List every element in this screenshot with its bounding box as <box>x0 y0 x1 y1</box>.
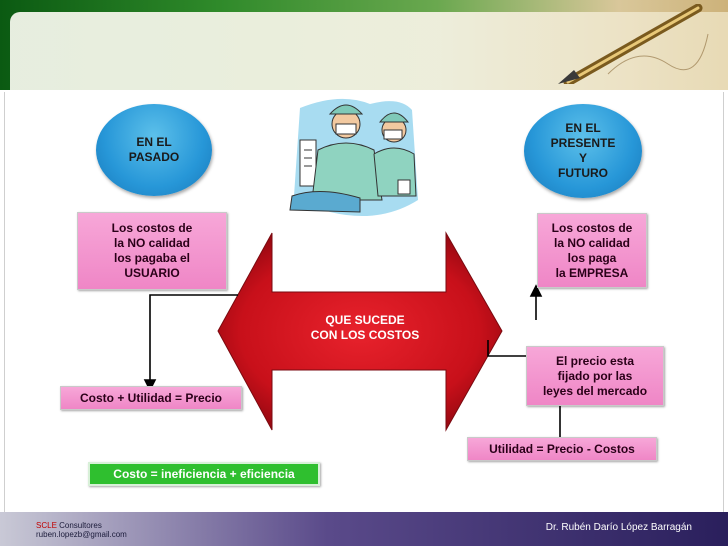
new-formula-box: Utilidad = Precio - Costos <box>467 437 657 461</box>
footer-bar: SCLE Consultores ruben.lopezb@gmail.com … <box>0 512 728 546</box>
connector-left <box>143 294 238 392</box>
footer-email[interactable]: ruben.lopezb@gmail.com <box>36 530 127 539</box>
past-label: EN EL PASADO <box>128 135 180 164</box>
center-question-text: QUE SUCEDE CON LOS COSTOS <box>310 313 420 342</box>
footer-brand: SCLE Consultores ruben.lopezb@gmail.com <box>36 521 127 539</box>
present-future-oval: EN EL PRESENTE Y FUTURO <box>524 104 642 198</box>
brand-highlight: SCLE <box>36 521 57 530</box>
cost-formula-text: Costo = ineficiencia + eficiencia <box>113 467 295 481</box>
present-costs-text: Los costos de la NO calidad los paga la … <box>551 220 633 280</box>
market-price-box: El precio esta fijado por las leyes del … <box>526 346 664 406</box>
past-oval: EN EL PASADO <box>96 104 212 196</box>
double-arrow-shape <box>217 231 503 432</box>
header-paper <box>10 12 728 90</box>
cost-formula-box: Costo = ineficiencia + eficiencia <box>88 462 320 486</box>
present-future-label: EN EL PRESENTE Y FUTURO <box>550 121 616 180</box>
old-formula-text: Costo + Utilidad = Precio <box>79 390 223 405</box>
footer-author: Dr. Rubén Darío López Barragán <box>545 522 692 533</box>
slide-frame <box>4 92 724 512</box>
header-banner <box>0 0 728 90</box>
fountain-pen-icon <box>558 4 709 84</box>
surgeons-illustration-icon <box>289 98 418 216</box>
past-costs-box: Los costos de la NO calidad los pagaba e… <box>77 212 227 290</box>
old-formula-box: Costo + Utilidad = Precio <box>60 386 242 410</box>
market-price-text: El precio esta fijado por las leyes del … <box>542 353 648 398</box>
new-formula-text: Utilidad = Precio - Costos <box>489 441 635 456</box>
brand-rest: Consultores <box>56 521 102 530</box>
past-costs-text: Los costos de la NO calidad los pagaba e… <box>111 221 193 280</box>
present-costs-box: Los costos de la NO calidad los paga la … <box>537 213 647 288</box>
